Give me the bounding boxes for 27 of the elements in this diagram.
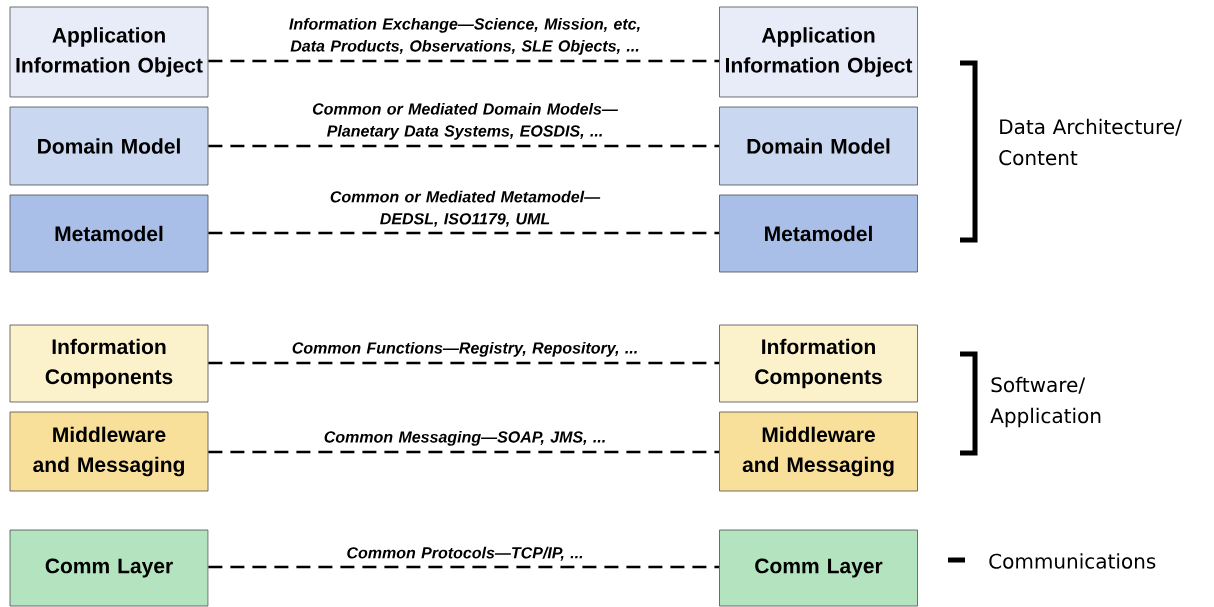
group-label: Data Architecture/ Content bbox=[999, 118, 1182, 166]
dashed-line bbox=[208, 144, 720, 148]
edge-label: Common Messaging—SOAP, JMS, ... bbox=[324, 430, 605, 446]
layer-box: Information Components bbox=[719, 324, 918, 403]
dashed-line bbox=[208, 361, 720, 365]
edge-label: Common Protocols—TCP/IP, ... bbox=[347, 546, 583, 561]
edge-label: Common or Mediated Metamodel—DEDSL, ISO1179, UML bbox=[330, 190, 601, 227]
layer-box: Middleware and Messaging bbox=[9, 411, 209, 492]
layer-box: Application Information Object bbox=[9, 6, 209, 98]
layer-box: Metamodel bbox=[719, 194, 918, 273]
layer-box: Domain Model bbox=[719, 106, 918, 186]
layer-box: Domain Model bbox=[9, 106, 209, 186]
edge-label: Information Exchange—Science, Mission, etc, Data Products, Observations, SLE Objects, ... bbox=[289, 17, 640, 55]
layer-box: Information Components bbox=[9, 324, 209, 403]
dashed-line bbox=[208, 565, 720, 569]
layer-box: Application Information Object bbox=[719, 6, 918, 98]
dashed-line bbox=[208, 59, 720, 63]
layer-box: Comm Layer bbox=[9, 529, 209, 607]
dashed-line bbox=[208, 450, 720, 454]
layer-box: Comm Layer bbox=[719, 529, 918, 607]
layer-box: Metamodel bbox=[9, 194, 209, 273]
group-label: Communications bbox=[989, 553, 1156, 569]
group-label: Software/ Application bbox=[990, 376, 1101, 428]
edge-label: Common or Mediated Domain Models— Planetary Data Systems, EOSDIS, ... bbox=[312, 102, 619, 140]
dashed-line bbox=[208, 231, 720, 235]
edge-label: Common Functions—Registry, Repository, ... bbox=[292, 341, 637, 357]
layer-box: Middleware and Messaging bbox=[719, 411, 918, 492]
